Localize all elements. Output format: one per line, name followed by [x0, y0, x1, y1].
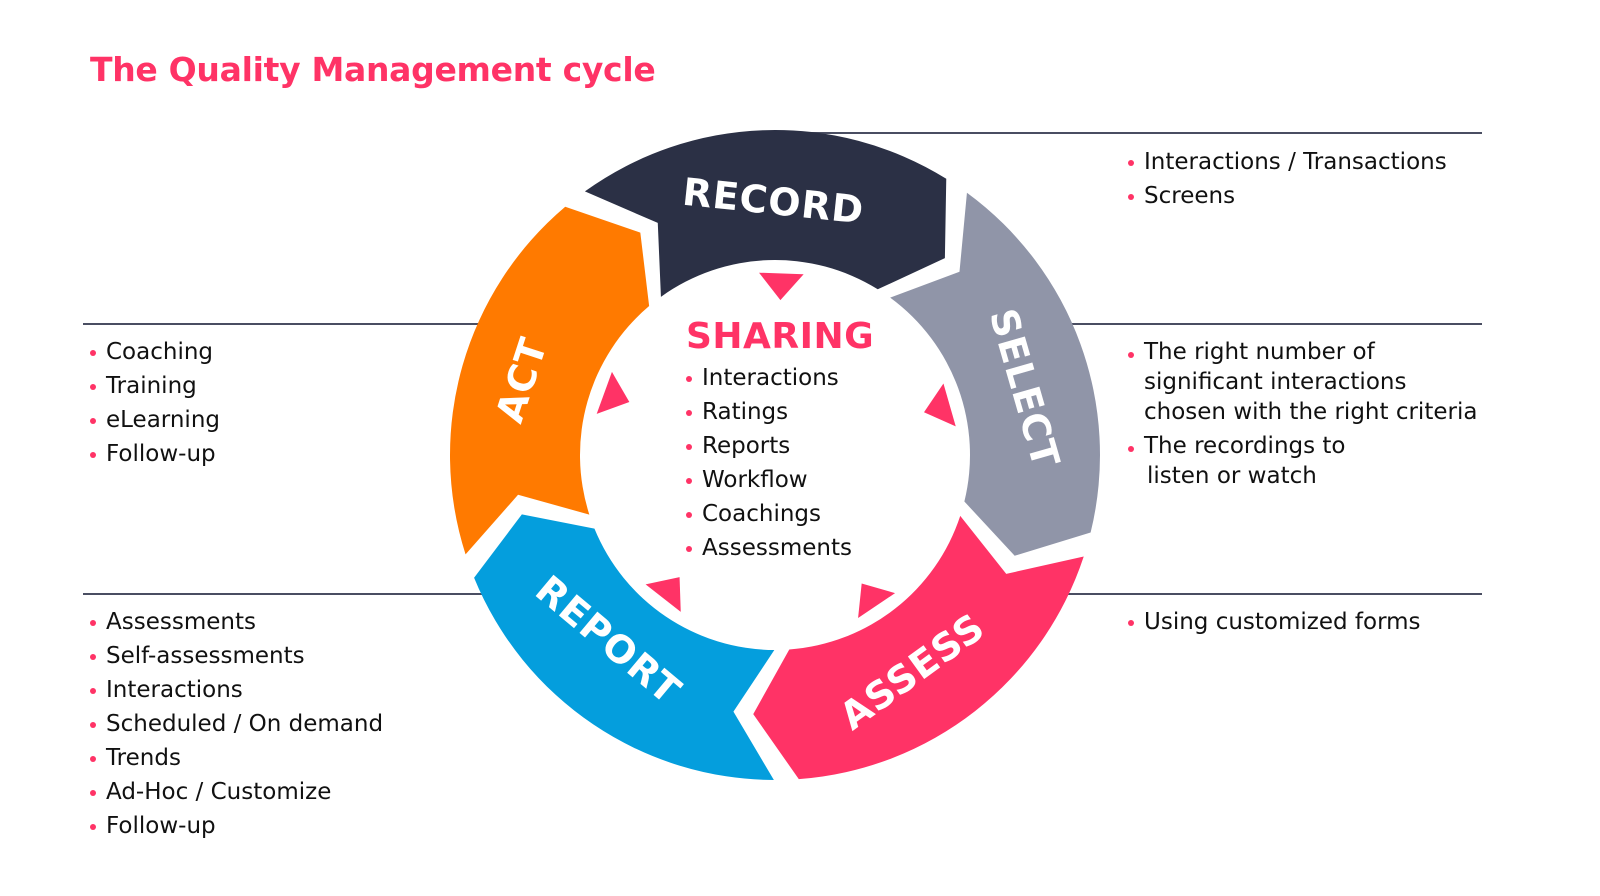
list-item: Trends [90, 741, 383, 775]
bullet-icon [686, 546, 692, 552]
pointer-triangle-icon [645, 577, 681, 612]
page-title: The Quality Management cycle [90, 50, 656, 89]
notes-record: Interactions / Transactions Screens [1128, 145, 1447, 213]
segment-record [584, 130, 947, 297]
list-item: Follow-up [90, 437, 220, 471]
list-item-continuation: significant interactions [1144, 369, 1407, 395]
bullet-icon [90, 452, 96, 458]
list-item: Interactions [686, 361, 874, 395]
segment-select [890, 192, 1100, 556]
list-item: Coaching [90, 335, 220, 369]
list-item: Self-assessments [90, 639, 383, 673]
list-item: Scheduled / On demand [90, 707, 383, 741]
list-item: Follow-up [90, 809, 383, 843]
list-item: Ratings [686, 395, 874, 429]
center-heading: SHARING [686, 316, 875, 357]
list-item: Coachings [686, 497, 874, 531]
list-item: Interactions / Transactions [1128, 145, 1447, 179]
bullet-icon [1128, 352, 1134, 358]
bullet-icon [686, 444, 692, 450]
segment-act [450, 206, 650, 555]
notes-assess: Using customized forms [1128, 605, 1421, 639]
bullet-icon [1128, 446, 1134, 452]
notes-act: Coaching Training eLearning Follow-up [90, 335, 220, 471]
bullet-icon [90, 688, 96, 694]
segment-report [474, 514, 775, 780]
pointer-triangle-icon [923, 383, 956, 427]
list-item: Reports [686, 429, 874, 463]
list-item: The right number of [1128, 337, 1477, 367]
list-item: Workflow [686, 463, 874, 497]
divider-record [800, 132, 1482, 134]
list-item: Screens [1128, 179, 1447, 213]
list-item: The recordings to [1128, 431, 1477, 461]
list-item-continuation: listen or watch [1147, 463, 1317, 489]
notes-report: Assessments Self-assessments Interaction… [90, 605, 383, 843]
bullet-icon [90, 418, 96, 424]
bullet-icon [90, 824, 96, 830]
list-item: Assessments [90, 605, 383, 639]
bullet-icon [90, 722, 96, 728]
bullet-icon [90, 350, 96, 356]
bullet-icon [1128, 160, 1134, 166]
notes-select: The right number of significant interact… [1128, 337, 1477, 491]
bullet-icon [686, 512, 692, 518]
bullet-icon [686, 478, 692, 484]
bullet-icon [90, 654, 96, 660]
list-item: Training [90, 369, 220, 403]
bullet-icon [90, 756, 96, 762]
center-sharing: SHARING Interactions Ratings Reports Wor… [686, 316, 874, 565]
divider-report [83, 593, 483, 595]
list-item: Interactions [90, 673, 383, 707]
list-item: Ad-Hoc / Customize [90, 775, 383, 809]
list-item: Using customized forms [1128, 605, 1421, 639]
bullet-icon [90, 790, 96, 796]
segment-assess [753, 515, 1084, 780]
list-item: Assessments [686, 531, 874, 565]
bullet-icon [90, 384, 96, 390]
pointer-triangle-icon [596, 371, 630, 414]
center-list: Interactions Ratings Reports Workflow Co… [686, 361, 874, 565]
divider-select [1060, 323, 1482, 325]
pointer-triangle-icon [858, 583, 896, 619]
bullet-icon [686, 376, 692, 382]
bullet-icon [1128, 620, 1134, 626]
bullet-icon [90, 620, 96, 626]
bullet-icon [686, 410, 692, 416]
pointer-triangle-icon [759, 272, 804, 301]
divider-assess [1060, 593, 1482, 595]
bullet-icon [1128, 194, 1134, 200]
list-item-continuation: chosen with the right criteria [1144, 399, 1478, 425]
divider-act [83, 323, 483, 325]
list-item: eLearning [90, 403, 220, 437]
